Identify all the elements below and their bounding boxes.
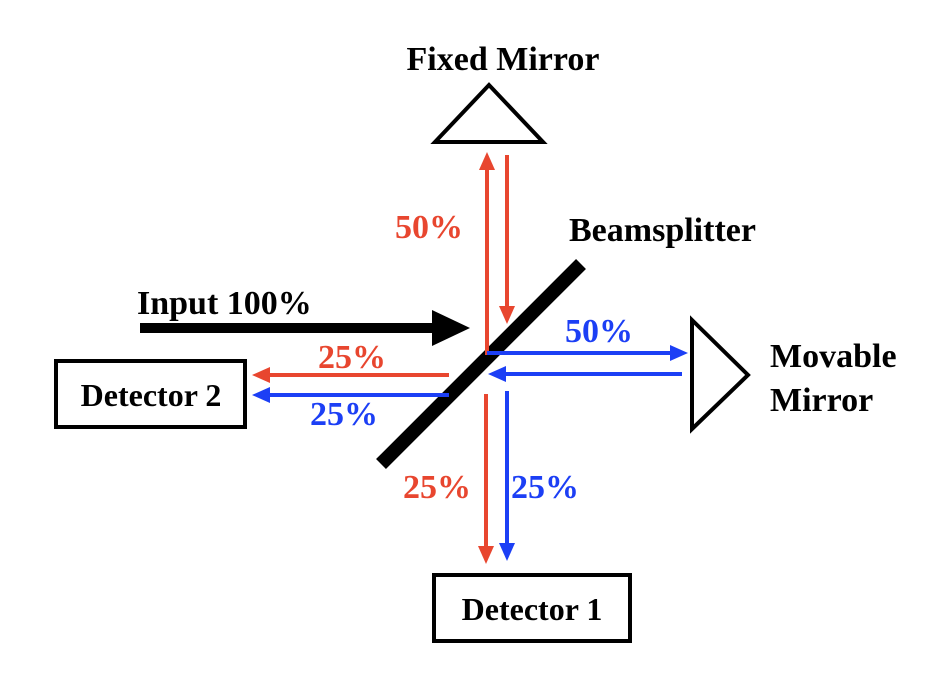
movable-arm-percentage: 50% [565, 313, 633, 350]
detector-2-beams [252, 367, 449, 403]
fixed-arm-beams [479, 152, 515, 355]
detector-2-red-percentage: 25% [318, 339, 386, 376]
detector-2-label: Detector 2 [81, 377, 222, 413]
detector-1-box [432, 573, 632, 643]
movable-arm-beam-out-arrowhead [670, 345, 688, 361]
detector-1-red-arrowhead [478, 546, 494, 564]
fixed-mirror-label: Fixed Mirror [407, 41, 600, 78]
detector-2-blue-arrowhead [252, 387, 270, 403]
input-beam-arrowhead [432, 310, 470, 346]
detector-2-blue-percentage: 25% [310, 396, 378, 433]
movable-arm-beam-return-arrowhead [488, 366, 506, 382]
fixed-arm-percentage: 50% [395, 209, 463, 246]
beamsplitter-plate [376, 259, 586, 469]
input-label: Input 100% [137, 285, 312, 322]
fixed-mirror-shape [430, 82, 548, 144]
beamsplitter-label: Beamsplitter [569, 212, 756, 249]
detector-1-beams [478, 391, 515, 564]
detector-1-label: Detector 1 [462, 591, 603, 627]
detector-2-red-arrowhead [252, 367, 270, 383]
fixed-arm-beam-down-arrowhead [499, 306, 515, 324]
detector-1-blue-percentage: 25% [511, 469, 579, 506]
movable-mirror-shape [690, 315, 751, 434]
movable-mirror-label-line2: Mirror [770, 382, 873, 419]
detector-1-blue-arrowhead [499, 543, 515, 561]
detector-2-box [54, 359, 247, 429]
detector-1-red-percentage: 25% [403, 469, 471, 506]
movable-mirror-label-line1: Movable [770, 338, 897, 375]
movable-arm-beams [487, 345, 688, 382]
fixed-arm-beam-up-arrowhead [479, 152, 495, 170]
